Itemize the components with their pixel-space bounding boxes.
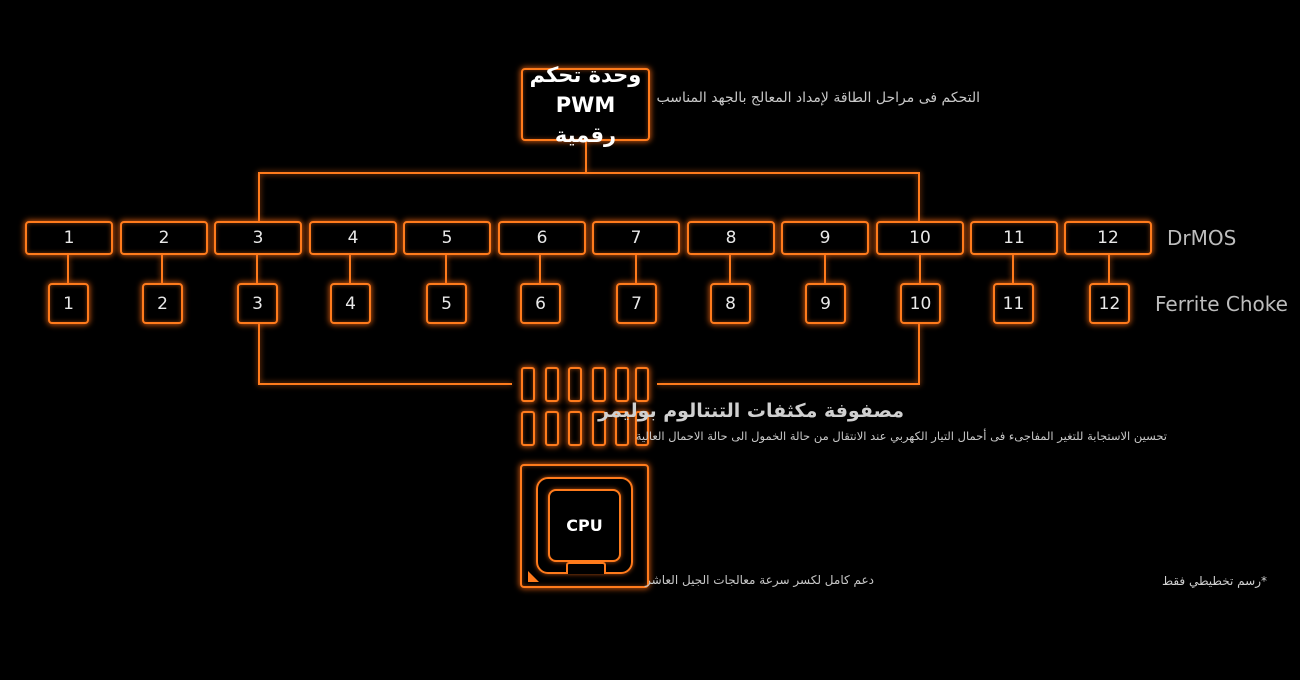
drmos-box-4: 4 (309, 221, 397, 255)
pwm-title-line2: PWM رقمية (554, 92, 617, 147)
choke-box-4: 4 (330, 283, 371, 324)
footnote: *رسم تخطيطي فقط (1161, 574, 1267, 588)
cpu-notch (566, 562, 606, 574)
capacitor-bus-wire (258, 324, 920, 385)
capacitor-6 (635, 367, 649, 402)
drmos-box-1: 1 (25, 221, 113, 255)
capacitor-title: مصفوفة مكثفات التنتالوم بوليمر (598, 400, 904, 422)
choke-box-12: 12 (1089, 283, 1130, 324)
choke-box-10: 10 (900, 283, 941, 324)
drmos-box-9: 9 (781, 221, 869, 255)
choke-box-11: 11 (993, 283, 1034, 324)
capacitor-8 (545, 411, 559, 446)
drmos-box-10: 10 (876, 221, 964, 255)
choke-box-2: 2 (142, 283, 183, 324)
drmos-box-3: 3 (214, 221, 302, 255)
choke-box-1: 1 (48, 283, 89, 324)
drmos-box-2: 2 (120, 221, 208, 255)
ferrite-choke-label: Ferrite Choke (1155, 292, 1288, 316)
choke-box-8: 8 (710, 283, 751, 324)
capacitor-2 (545, 367, 559, 402)
pwm-controller-box: وحدة تحكم PWM رقمية (521, 63, 650, 147)
capacitor-10 (592, 411, 606, 446)
cpu-die: CPU (548, 489, 621, 562)
capacitor-7 (521, 411, 535, 446)
choke-wires (67, 255, 1110, 283)
pwm-bus-wire (258, 141, 920, 221)
capacitor-5 (615, 367, 629, 402)
drmos-box-6: 6 (498, 221, 586, 255)
capacitor-4 (592, 367, 606, 402)
drmos-box-11: 11 (970, 221, 1058, 255)
cpu-chip: CPU (520, 464, 649, 588)
cpu-description: دعم كامل لكسر سرعة معالجات الجيل العاشر (645, 573, 874, 587)
choke-box-6: 6 (520, 283, 561, 324)
drmos-label: DrMOS (1167, 226, 1237, 250)
drmos-box-12: 12 (1064, 221, 1152, 255)
capacitor-1 (521, 367, 535, 402)
choke-box-3: 3 (237, 283, 278, 324)
drmos-box-5: 5 (403, 221, 491, 255)
capacitor-12 (635, 411, 649, 446)
choke-box-5: 5 (426, 283, 467, 324)
cpu-socket-outline: CPU (536, 477, 633, 574)
drmos-box-7: 7 (592, 221, 680, 255)
pwm-description: التحكم فى مراحل الطاقة لإمداد المعالج با… (656, 90, 980, 106)
capacitor-11 (615, 411, 629, 446)
drmos-box-8: 8 (687, 221, 775, 255)
capacitor-3 (568, 367, 582, 402)
choke-box-7: 7 (616, 283, 657, 324)
capacitor-9 (568, 411, 582, 446)
cpu-pin1-marker-icon (528, 571, 539, 582)
choke-box-9: 9 (805, 283, 846, 324)
pwm-title-line1: وحدة تحكم (529, 62, 642, 87)
capacitor-description: تحسين الاستجابة للتغير المفاجىء فى أحمال… (635, 429, 1167, 443)
cpu-label: CPU (566, 516, 603, 535)
